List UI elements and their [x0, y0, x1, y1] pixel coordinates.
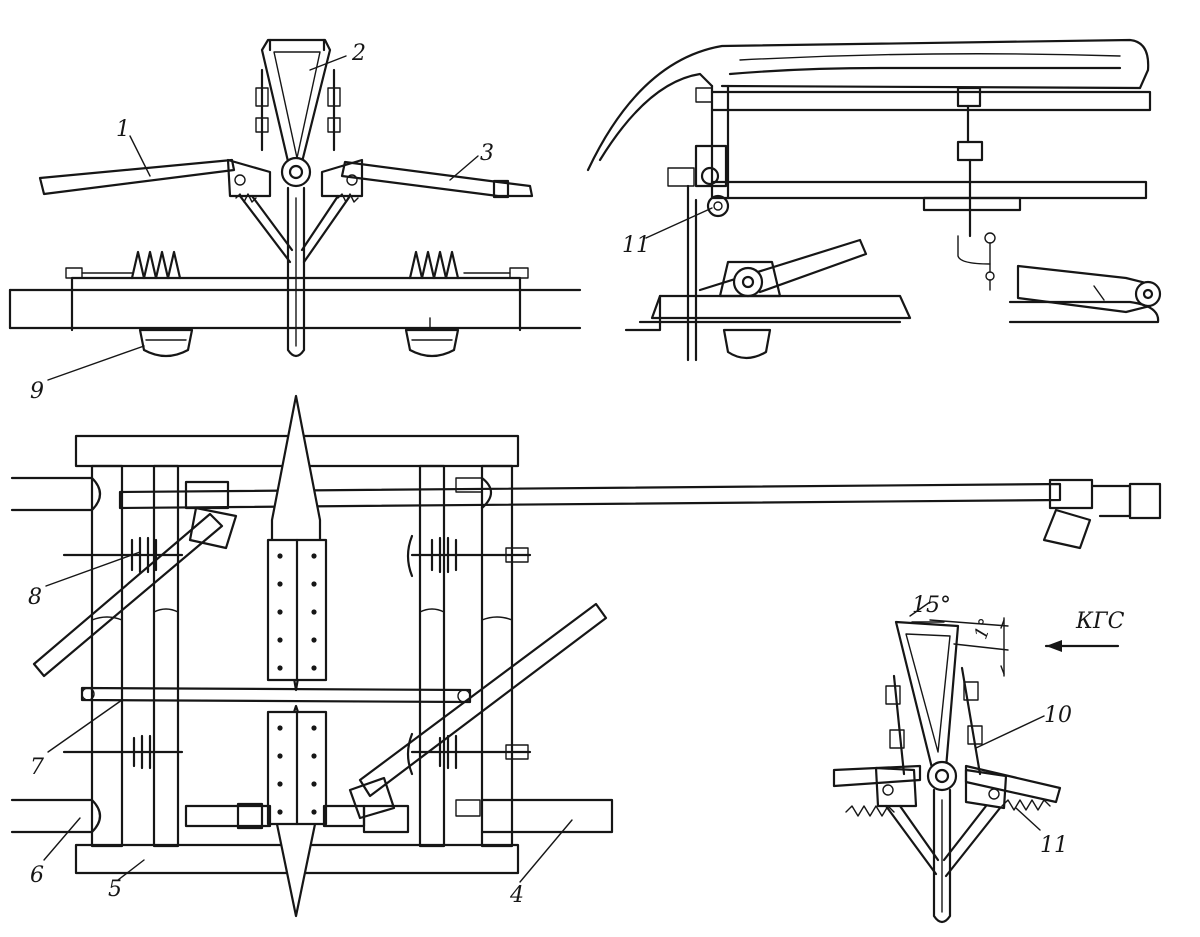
label-direction: КГС — [1075, 609, 1125, 634]
plan-view-assembly — [10, 394, 1162, 918]
label-2: 2 — [351, 41, 366, 66]
side-view-assembly — [586, 38, 1162, 362]
label-3: 3 — [480, 141, 494, 166]
label-6: 6 — [30, 863, 44, 888]
label-angle-1: 1° — [970, 616, 997, 642]
label-4: 4 — [509, 883, 524, 908]
label-11-top: 11 — [622, 233, 650, 258]
front-view-assembly — [8, 38, 582, 358]
label-8: 8 — [28, 585, 42, 610]
label-10: 10 — [1044, 703, 1072, 728]
label-angle-15: 15° — [912, 593, 951, 618]
leader-lines — [43, 55, 1045, 883]
label-11-detail: 11 — [1040, 833, 1068, 858]
callout-labels: 1 2 3 4 5 6 7 8 9 10 11 11 15° 1° КГС — [28, 41, 1125, 908]
label-1: 1 — [116, 117, 130, 142]
label-5: 5 — [108, 877, 122, 902]
label-9: 9 — [30, 379, 44, 404]
spring-left — [65, 250, 182, 280]
spring-right — [408, 250, 529, 280]
tilt-detail-view — [832, 601, 1120, 924]
label-7: 7 — [30, 755, 44, 780]
